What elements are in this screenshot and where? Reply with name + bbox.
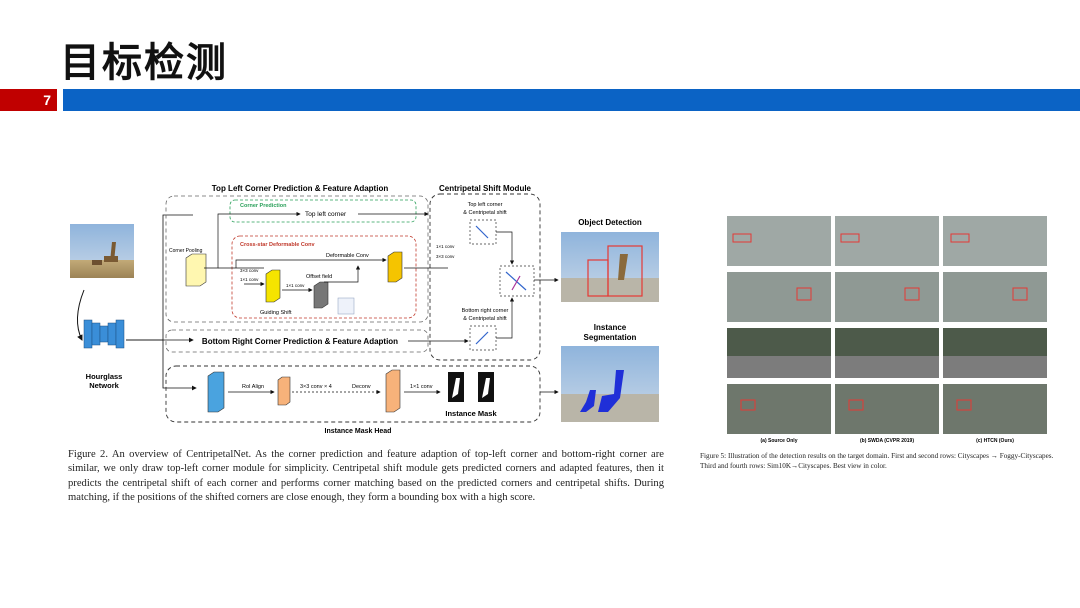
roi-feature-map <box>207 371 225 413</box>
instance-mask-label: Instance Mask <box>445 409 497 418</box>
deform-kernel-grid <box>337 297 355 315</box>
br-shift-label-1: Bottom right corner <box>462 308 509 314</box>
conv3x3-label-2: 3×3 conv <box>436 254 455 259</box>
col-label-source-only: (a) Source Only <box>761 438 798 444</box>
slide-title: 目标检测 <box>60 40 228 86</box>
detection-results-grid: (a) Source Only (b) SWDA (CVPR 2019) (c)… <box>727 216 1047 444</box>
row-2 <box>727 272 1047 322</box>
centripetalnet-diagram: Hourglass Network Top Left Corner Predic… <box>70 184 659 435</box>
deconv-label: Deconv <box>352 384 371 390</box>
row-3 <box>727 328 1047 378</box>
corner-pooling-label: Corner Pooling <box>169 248 203 254</box>
conv1x1-label-2: 1×1 conv <box>286 283 305 288</box>
bottom-module-title: Bottom Right Corner Prediction & Feature… <box>202 337 398 346</box>
row-4 <box>727 384 1047 434</box>
page-number-badge: 7 <box>0 89 57 111</box>
offset-field-label: Offset field <box>306 274 332 280</box>
tl-shift-label-1: Top left corner <box>468 202 503 208</box>
figure-5-caption: Figure 5: Illustration of the detection … <box>700 452 1054 471</box>
cross-star-box <box>231 235 417 319</box>
cross-star-label: Cross-star Deformable Conv <box>240 242 316 248</box>
instance-mask-head-box <box>165 365 541 423</box>
conv3x3-label: 3×3 conv <box>240 268 259 273</box>
hourglass-label: Hourglass <box>86 372 123 381</box>
instance-seg-label-1: Instance <box>594 323 627 332</box>
instance-seg-label-2: Segmentation <box>584 333 637 342</box>
top-left-module-box <box>165 195 429 323</box>
col-label-swda: (b) SWDA (CVPR 2019) <box>860 438 914 444</box>
segmentation-output-image <box>561 346 659 422</box>
pooled-feature-map <box>185 253 207 287</box>
conv1x1-label: 1×1 conv <box>240 277 259 282</box>
guiding-shift-map <box>265 269 281 303</box>
conv1x1-label-3: 1×1 conv <box>436 244 455 249</box>
network-label: Network <box>89 381 119 390</box>
guiding-shift-label: Guiding Shift <box>260 310 292 316</box>
instance-mask-head-label: Instance Mask Head <box>325 428 392 435</box>
top-left-corner-label: Top left corner <box>305 211 347 218</box>
row-1 <box>727 216 1047 266</box>
bottom-right-module-box <box>165 329 429 353</box>
br-shift-label-2: & Centripetal shift <box>463 316 507 322</box>
tl-shift-label-2: & Centripetal shift <box>463 210 507 216</box>
deconv-feature-map <box>385 369 401 413</box>
hourglass-network: Hourglass Network <box>77 289 125 390</box>
centripetal-shift-module-box <box>429 193 541 361</box>
figure-2-caption: Figure 2. An overview of CentripetalNet.… <box>68 449 664 504</box>
title-divider-bar <box>63 89 1080 111</box>
deformable-conv-label: Deformable Conv <box>326 253 369 259</box>
tl-shift-box <box>469 219 497 245</box>
conv-stack-label: 3×3 conv × 4 <box>300 384 332 390</box>
input-giraffe-image <box>70 224 134 278</box>
object-detection-label: Object Detection <box>578 218 642 227</box>
detection-output-image <box>561 232 659 302</box>
corner-prediction-label: Corner Prediction <box>240 203 287 209</box>
top-module-title: Top Left Corner Prediction & Feature Ada… <box>212 184 389 193</box>
col-label-htcn: (c) HTCN (Ours) <box>976 438 1014 444</box>
conv1x1-label-4: 1×1 conv <box>410 384 433 390</box>
offset-field-map <box>313 281 329 309</box>
corner-prediction-box <box>229 199 417 223</box>
br-shift-box <box>469 325 497 351</box>
roi-align-label: RoI Align <box>242 384 264 390</box>
centripetal-title: Centripetal Shift Module <box>439 184 532 193</box>
adapted-feature-map <box>387 251 403 283</box>
